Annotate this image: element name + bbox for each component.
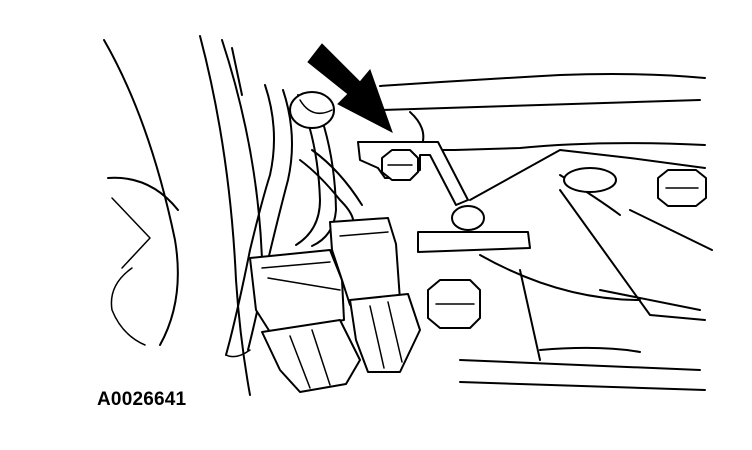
connector-right	[329, 217, 421, 373]
connector-left	[249, 249, 361, 393]
mounting-bar	[417, 205, 531, 253]
right-nut	[563, 167, 707, 207]
black-arrow-icon	[307, 43, 393, 134]
body-panel-lines	[103, 35, 263, 396]
lower-right-lines	[427, 254, 706, 391]
bracket-nut	[357, 141, 469, 206]
figure-id-label: A0026641	[97, 389, 187, 410]
